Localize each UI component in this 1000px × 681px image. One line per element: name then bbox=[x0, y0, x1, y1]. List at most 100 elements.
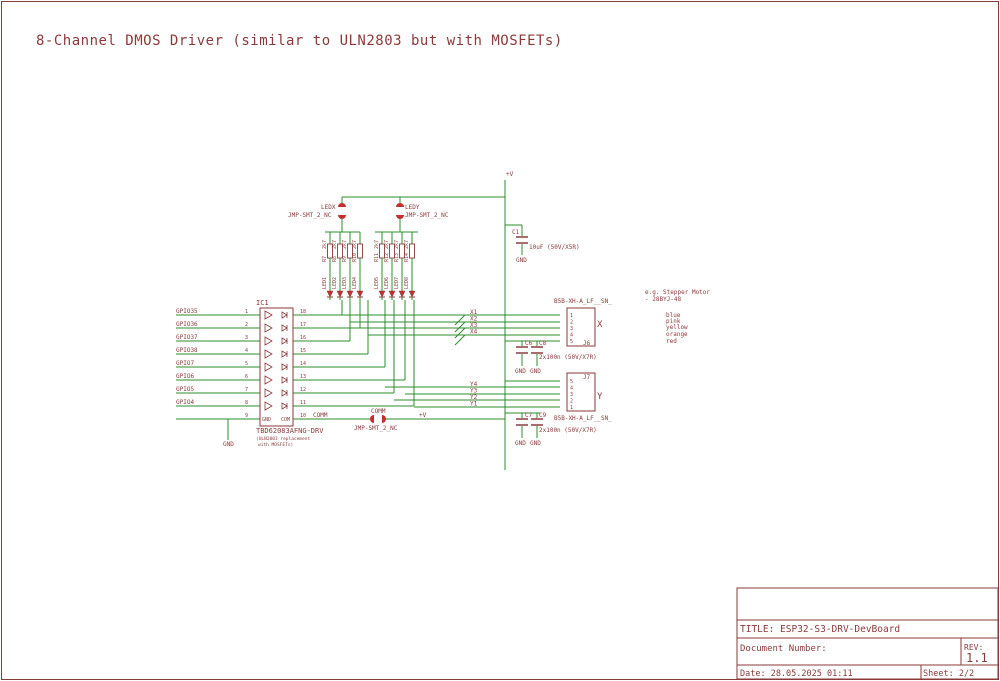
motor-color-2: pink bbox=[666, 318, 681, 325]
jumper-comm-name: COMM bbox=[371, 408, 386, 415]
ic-output-pin-num: 17 bbox=[300, 322, 306, 328]
x-net-label: X3 bbox=[470, 322, 478, 329]
jumper-ledx: LEDX JMP-SMT_2_NC bbox=[288, 203, 346, 219]
x-net-label: X1 bbox=[470, 309, 478, 316]
resistor-value: 2k7 bbox=[404, 240, 410, 249]
jumper-comm-part: JMP-SMT_2_NC bbox=[354, 425, 398, 432]
led-triangle bbox=[346, 290, 354, 298]
motor-note: e.g. Stepper Motor - 28BYJ-48 blue pink … bbox=[645, 289, 710, 345]
led-ref: LED4 bbox=[352, 277, 358, 289]
x-net-label: X4 bbox=[470, 329, 478, 336]
ic-output-pin-num: 13 bbox=[300, 374, 306, 380]
sheet-title: 8-Channel DMOS Driver (similar to ULN280… bbox=[36, 33, 563, 49]
gnd-pin-num: 9 bbox=[245, 413, 248, 419]
gpio-net-label: GPIO38 bbox=[176, 347, 198, 354]
c1-gnd: GND bbox=[516, 257, 527, 264]
ic1-com-pin-label: COM bbox=[281, 417, 290, 423]
connector-pin-num: 2 bbox=[570, 320, 573, 326]
connector-pin-num: 5 bbox=[570, 379, 573, 385]
wires bbox=[176, 180, 560, 470]
output-diode bbox=[281, 389, 288, 397]
led-triangle bbox=[378, 290, 386, 298]
connector-pin-num: 2 bbox=[570, 399, 573, 405]
jumper-ledy-name: LEDY bbox=[405, 204, 420, 211]
c-pair-bot-value: 2x100n (50V/X7R) bbox=[539, 427, 597, 434]
ic-input-pin-num: 8 bbox=[245, 400, 248, 406]
c-pair-top-value: 2x100n (50V/X7R) bbox=[539, 354, 597, 361]
gpio-net-label: GPIO7 bbox=[176, 360, 194, 367]
x-net-label: X2 bbox=[470, 316, 478, 323]
ic1-note1: (ULN2803 replacement bbox=[256, 436, 310, 442]
buffer-triangle bbox=[264, 362, 273, 372]
buffer-triangle bbox=[264, 310, 273, 320]
gpio-net-label: GPIO35 bbox=[176, 308, 198, 315]
jumper-ledy: LEDY JMP-SMT_2_NC bbox=[396, 203, 449, 219]
led-triangle bbox=[336, 290, 344, 298]
ic1-gnd-pin-label: GND bbox=[262, 417, 271, 423]
buffer-triangle bbox=[264, 336, 273, 346]
resistor-body bbox=[357, 243, 363, 259]
resistor-value: 2k7 bbox=[374, 240, 380, 249]
led-triangle bbox=[356, 290, 364, 298]
led-triangle bbox=[388, 290, 396, 298]
led-ref: LED8 bbox=[404, 277, 410, 289]
c1-value: 10uF (50V/X5R) bbox=[529, 244, 580, 251]
ic1-note2: with MOSFETs) bbox=[258, 442, 293, 448]
resistor-value: 2k7 bbox=[322, 240, 328, 249]
title-block-rev-value: 1.1 bbox=[966, 651, 988, 665]
title-block-date: Date: 28.05.2025 01:11 bbox=[740, 669, 853, 679]
title-block-title: TITLE: ESP32-S3-DRV-DevBoard bbox=[740, 624, 900, 635]
ic-input-pin-num: 5 bbox=[245, 361, 248, 367]
ic-output-pin-num: 16 bbox=[300, 335, 306, 341]
jumper-ledx-name: LEDX bbox=[321, 204, 336, 211]
motor-color-3: yellow bbox=[666, 324, 688, 331]
c7-gnd: GND bbox=[515, 440, 526, 447]
c8-gnd: GND bbox=[530, 368, 541, 375]
title-block-sheet: Sheet: 2/2 bbox=[923, 669, 974, 679]
resistor-ref: R13 bbox=[394, 253, 400, 262]
j7-ref: J7 bbox=[583, 374, 591, 381]
j6-label: X bbox=[597, 320, 603, 330]
resistor-ref: R14 bbox=[404, 253, 410, 262]
resistor-ref: R11 bbox=[374, 253, 380, 262]
gpio-net-label: GPIO6 bbox=[176, 373, 194, 380]
output-diode bbox=[281, 324, 288, 332]
ic1-part: TBD62083AFNG-DRV bbox=[256, 427, 324, 435]
output-diode bbox=[281, 311, 288, 319]
motor-color-4: orange bbox=[666, 331, 688, 338]
jumper-ledx-part: JMP-SMT_2_NC bbox=[288, 212, 332, 219]
led-ref: LED6 bbox=[384, 277, 390, 289]
resistor-ref: R8 bbox=[332, 256, 338, 262]
buffer-triangle bbox=[264, 388, 273, 398]
resistor-body bbox=[409, 243, 415, 259]
ic-input-pin-num: 1 bbox=[245, 309, 248, 315]
title-block-rev-label: REV: bbox=[964, 643, 983, 652]
capacitor-c1: C1 10uF (50V/X5R) GND bbox=[512, 229, 580, 264]
connector-pin-num: 3 bbox=[570, 392, 573, 398]
led-ref: LED7 bbox=[394, 277, 400, 289]
output-diode bbox=[281, 376, 288, 384]
connector-pin-num: 4 bbox=[570, 386, 573, 392]
connector-pin-num: 3 bbox=[570, 326, 573, 332]
capacitor-pair-top: C6 C8 2x100n (50V/X7R) GND GND bbox=[515, 340, 597, 375]
gpio-net-label: GPIO37 bbox=[176, 334, 198, 341]
j6-ref: J6 bbox=[583, 340, 591, 347]
capacitor-pair-bottom: C7 C9 2x100n (50V/X7R) GND GND bbox=[515, 412, 597, 447]
ic-output-pin-num: 14 bbox=[300, 361, 306, 367]
motor-note-line1: e.g. Stepper Motor bbox=[645, 289, 710, 296]
comm-net-label: COMM bbox=[313, 412, 328, 419]
resistor-ref: R12 bbox=[384, 253, 390, 262]
buffer-triangle bbox=[264, 401, 273, 411]
ic-input-pin-num: 7 bbox=[245, 387, 248, 393]
ic-output-pin-num: 15 bbox=[300, 348, 306, 354]
vplus-bottom-label: +V bbox=[419, 412, 427, 419]
c6-gnd: GND bbox=[515, 368, 526, 375]
resistor-ref: R10 bbox=[352, 253, 358, 262]
resistor-value: 2k7 bbox=[384, 240, 390, 249]
ic-output-pin-num: 12 bbox=[300, 387, 306, 393]
